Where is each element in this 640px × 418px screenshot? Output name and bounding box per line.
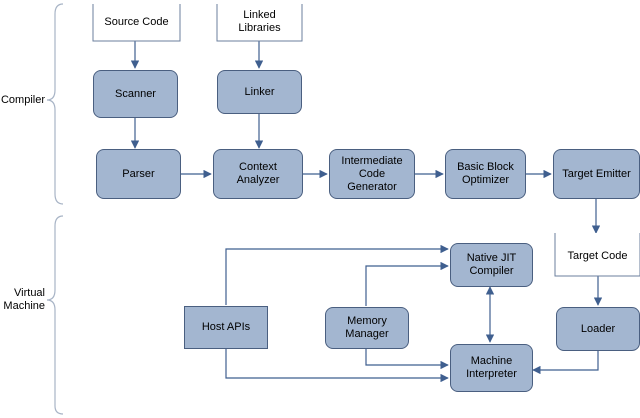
loader-node: Loader [556, 307, 640, 351]
parser-node: Parser [96, 149, 181, 199]
virtual-machine-group-label: Virtual Machine [3, 287, 45, 312]
arrow-loader-to-interpreter [532, 351, 599, 375]
target-code-doc-outline [554, 233, 640, 277]
linked-libraries-node: Linked Libraries [238, 9, 281, 34]
arrow-memory-to-jit [365, 261, 449, 306]
linked-libraries-doc-outline [216, 4, 303, 42]
scanner-node: Scanner [93, 70, 178, 118]
virtual-machine-brace [46, 215, 64, 415]
target-emitter-node: Target Emitter [553, 149, 640, 199]
basic-block-optimizer-node: Basic Block Optimizer [445, 149, 526, 199]
context-analyzer-node: Context Analyzer [213, 149, 303, 199]
host-apis-node: Host APIs [184, 306, 268, 349]
machine-interpreter-node: Machine Interpreter [450, 344, 533, 392]
arrow-hostapis-to-interpreter [225, 349, 449, 383]
source-code-node: Source Code [104, 15, 169, 28]
compiler-group-label: Compiler [0, 94, 45, 106]
memory-manager-node: Memory Manager [325, 307, 409, 349]
target-code-node: Target Code [567, 249, 628, 262]
source-code-doc-outline [92, 4, 181, 42]
intermediate-code-generator-node: Intermediate Code Generator [329, 149, 415, 199]
native-jit-compiler-node: Native JIT Compiler [450, 243, 533, 287]
arrow-hostapis-to-jit [225, 244, 449, 305]
arrow-memory-to-interpreter [365, 349, 449, 370]
compiler-brace [46, 3, 64, 205]
linker-node: Linker [217, 70, 302, 114]
